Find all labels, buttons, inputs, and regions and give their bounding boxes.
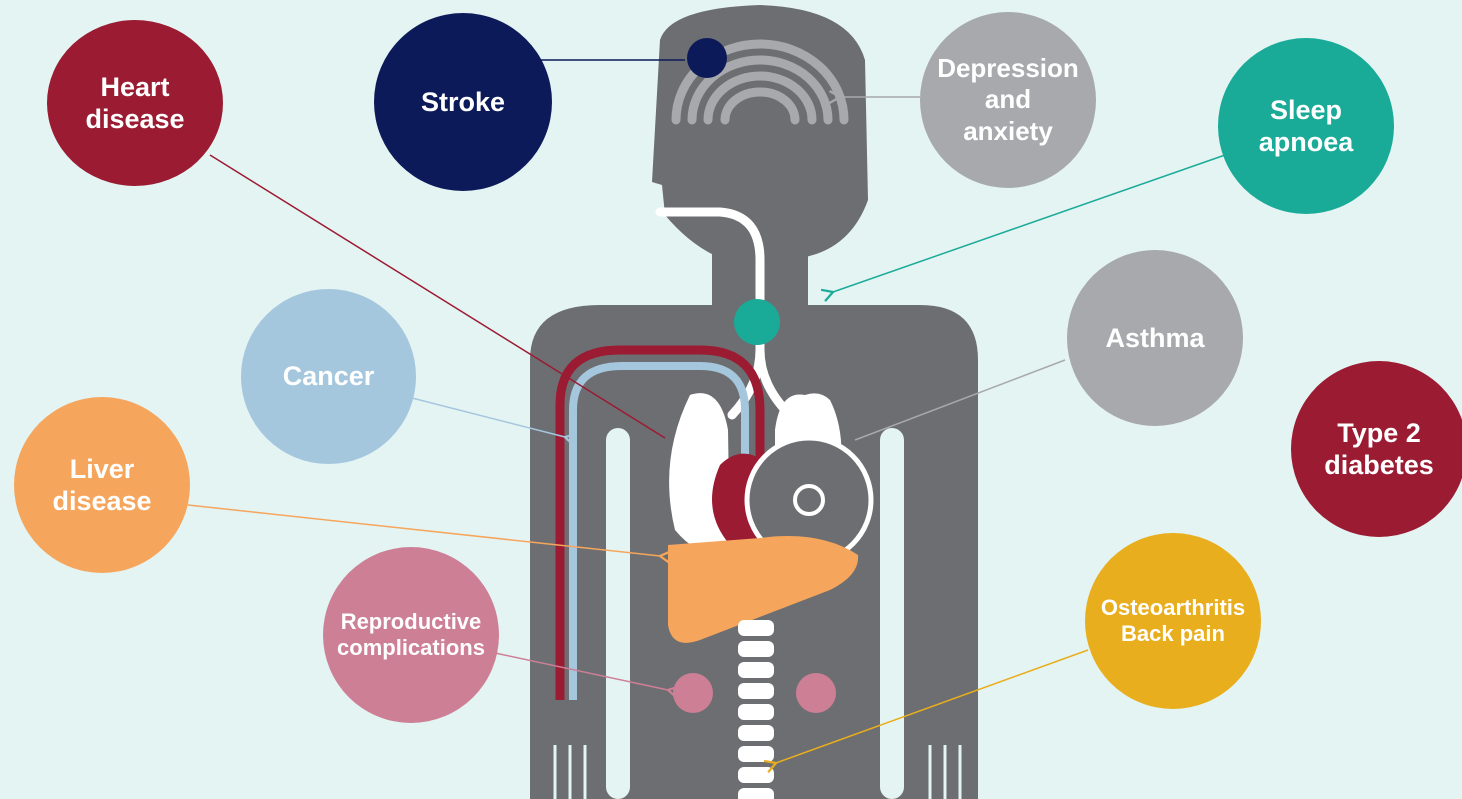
type-2-diabetes-line-2: diabetes (1324, 449, 1434, 481)
depression-line-2: and (937, 84, 1079, 115)
osteoarthritis-line-1: Osteoarthritis (1101, 595, 1245, 621)
arm-gap-left (606, 428, 630, 799)
reproductive-line-1: Reproductive (337, 609, 485, 635)
sleep-apnoea-line-2: apnoea (1259, 126, 1354, 158)
depression-line-3: anxiety (937, 116, 1079, 147)
heart-disease-line-2: disease (85, 103, 184, 135)
throat-node (734, 299, 780, 345)
heart-disease-line-1: Heart (85, 71, 184, 103)
liver-disease-line-1: Liver (52, 453, 151, 485)
left-ovary (673, 673, 713, 713)
right-ovary (796, 673, 836, 713)
sleep-apnoea-line-1: Sleep (1259, 94, 1354, 126)
stroke-bubble: Stroke (374, 13, 552, 191)
asthma-line-1: Asthma (1105, 322, 1204, 354)
spine (738, 620, 774, 799)
cancer-bubble: Cancer (241, 289, 416, 464)
liver-disease-line-2: disease (52, 485, 151, 517)
asthma-bubble: Asthma (1067, 250, 1243, 426)
arm-gap-right (880, 428, 904, 799)
stroke-line-1: Stroke (421, 86, 505, 118)
reproductive-line-2: complications (337, 635, 485, 661)
osteoarthritis-line-2: Back pain (1101, 621, 1245, 647)
cancer-line-1: Cancer (283, 360, 375, 392)
type-2-diabetes-line-1: Type 2 (1324, 417, 1434, 449)
brain-dot (687, 38, 727, 78)
depression-line-1: Depression (937, 53, 1079, 84)
